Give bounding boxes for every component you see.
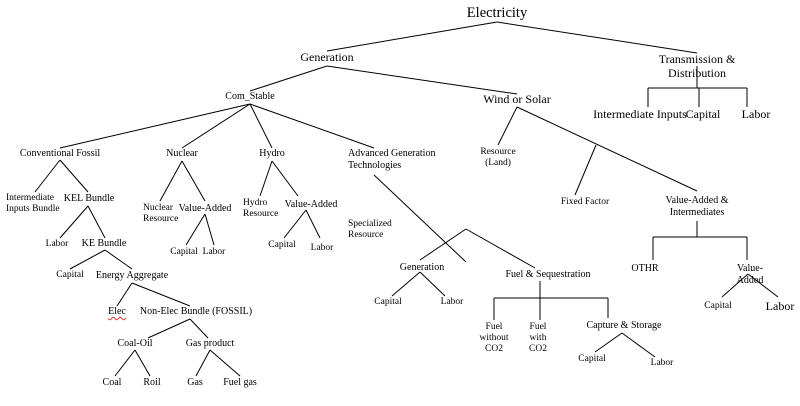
edge-comstable-nuclear [181, 103, 251, 149]
node-nuclear-resource: Nuclear Resource [143, 203, 179, 224]
edge-wsva-capital [721, 273, 749, 298]
node-adv-gen-labor: Labor [440, 297, 464, 307]
edge-electricity-generation [326, 21, 498, 52]
edge-windsolar-right [516, 106, 698, 192]
node-othr: OTHR [631, 263, 659, 274]
edge-hydro-va [271, 160, 299, 197]
node-advanced-generation: Advanced Generation Technologies [348, 148, 436, 171]
node-fuel-without-co2: Fuel without CO2 [479, 322, 509, 354]
edge-generation-comstable [249, 65, 328, 92]
node-generation: Generation [300, 50, 354, 64]
node-fuel-with-co2: Fuel with CO2 [529, 322, 547, 354]
edge-generation-windsolar [326, 65, 518, 95]
node-energy-aggregate: Energy Aggregate [95, 270, 169, 281]
node-fixed-factor: Fixed Factor [560, 197, 610, 207]
node-capture-storage: Capture & Storage [586, 320, 662, 331]
edge-electricity-td [496, 21, 698, 54]
edge-ke-energy [104, 249, 133, 270]
node-intermediate-inputs-bundle: Intermediate Inputs Bundle [6, 193, 60, 214]
node-cs-capital: Capital [578, 354, 606, 364]
edge-gasproduct-gas [195, 349, 211, 377]
node-transmission-distribution: Transmission & Distribution [658, 52, 736, 80]
edge-comstable-hydro [249, 103, 273, 149]
edge-capture-capital [594, 332, 623, 353]
edge-capture-labor [621, 332, 656, 358]
node-coal: Coal [102, 377, 122, 388]
edge-kel-ke [87, 205, 106, 239]
edge-advanced-branch [373, 174, 467, 263]
node-adv-generation: Generation [399, 262, 445, 273]
node-ws-capital: Capital [704, 301, 732, 311]
edge-hydro-resource [259, 160, 273, 197]
edge-coaloil-coal [114, 349, 136, 377]
node-gas: Gas [187, 377, 203, 388]
node-gas-product: Gas product [185, 338, 235, 349]
node-kel-bundle: KEL Bundle [63, 193, 115, 204]
node-td-intermediate-inputs: Intermediate Inputs [593, 107, 687, 121]
node-resource-land: Resource (Land) [480, 147, 516, 168]
node-non-elec-bundle: Non-Elec Bundle (FOSSIL) [139, 306, 253, 317]
node-ke-bundle: KE Bundle [81, 238, 127, 249]
node-ke-capital: Capital [56, 270, 84, 280]
edge-ke-capital [69, 249, 106, 270]
node-roil: Roil [143, 377, 161, 388]
edge-hydrova-labor [305, 209, 321, 239]
node-hydro-capital: Capital [268, 240, 296, 250]
edge-energy-elec [116, 282, 133, 307]
edge-hydrova-capital [283, 209, 307, 239]
edge-windsolar-fixed [574, 144, 597, 196]
node-kel-labor: Labor [45, 239, 69, 249]
node-adv-gen-capital: Capital [374, 297, 402, 307]
node-coal-oil: Coal-Oil [117, 338, 153, 349]
edge-energy-nonelec [131, 282, 191, 307]
node-fuel-sequestration: Fuel & Sequestration [505, 269, 591, 280]
node-td-labor: Labor [741, 107, 771, 121]
edge-windsolar-resource [497, 106, 518, 146]
node-electricity: Electricity [466, 5, 528, 21]
edge-nuclear-va [181, 160, 206, 202]
edge-gasproduct-fuelgas [209, 349, 241, 377]
node-fuel-gas: Fuel gas [223, 377, 257, 388]
node-conventional-fossil: Conventional Fossil [19, 148, 101, 159]
edge-wsva-labor [747, 273, 779, 298]
edge-nuclear-resource [159, 160, 183, 202]
node-hydro-value-added: Value-Added [284, 199, 338, 210]
edge-nuclearva-labor [204, 213, 215, 246]
edge-nuclearva-capital [185, 213, 206, 246]
node-ws-value-added: Value-Added [736, 263, 764, 286]
edge-advgen-capital [391, 271, 421, 297]
node-hydro: Hydro [259, 148, 285, 159]
node-nuclear-labor: Labor [202, 247, 226, 257]
edge-coaloil-roil [134, 349, 151, 377]
edge-comstable-fossil [59, 103, 251, 149]
node-wind-or-solar: Wind or Solar [483, 92, 551, 106]
edge-nonelec-gasproduct [189, 318, 209, 339]
node-hydro-labor: Labor [310, 243, 334, 253]
node-hydro-resource: Hydro Resource [243, 198, 279, 219]
edge-advanced-fuelseq [465, 228, 536, 269]
node-nuclear-capital: Capital [170, 247, 198, 257]
node-nuclear: Nuclear [166, 148, 198, 159]
node-nuclear-value-added: Value-Added [178, 203, 232, 214]
node-com-stable: Com_Stable [225, 91, 275, 102]
node-elec: Elec [108, 306, 126, 317]
edge-nonelec-coaloil [147, 318, 191, 339]
node-cs-labor: Labor [650, 358, 674, 368]
edge-kel-labor [59, 205, 89, 239]
edge-comstable-advanced [249, 103, 375, 149]
node-value-added-intermediates: Value-Added & Intermediates [665, 195, 729, 218]
node-specialized-resource: Specialized Resource [348, 219, 392, 240]
edge-advgen-labor [419, 271, 446, 297]
node-ws-labor: Labor [765, 299, 795, 313]
node-td-capital: Capital [685, 107, 721, 121]
edge-advanced-specialized [419, 228, 467, 261]
edge-fossil-kel [59, 159, 89, 193]
edge-fossil-intermediate [34, 159, 61, 193]
